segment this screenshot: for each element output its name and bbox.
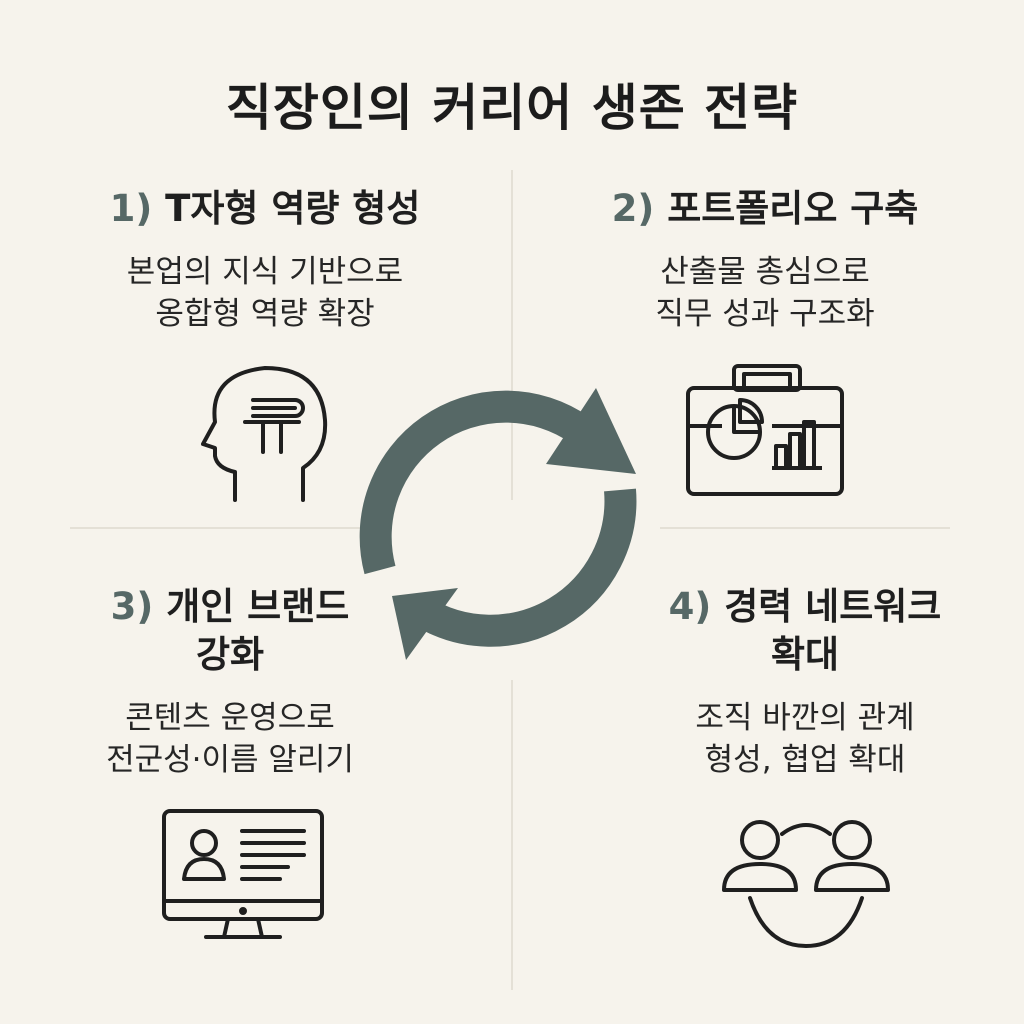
step-2-description: 산출물 총심으로 직무 성과 구조화 xyxy=(535,251,995,335)
step-4-title-line-1: 경력 네트워크 xyxy=(724,585,942,628)
divider-vertical-bottom xyxy=(511,680,513,990)
people-network-icon xyxy=(722,820,890,948)
page-title: 직장인의 커리어 생존 전략 xyxy=(225,79,799,137)
step-1-number: 1) xyxy=(109,187,153,230)
step-2-desc-line-1: 산출물 총심으로 xyxy=(660,254,870,290)
step-3-description: 콘텐츠 운영으로 전군성·이름 알리기 xyxy=(20,697,440,781)
cycle-arrow-top xyxy=(359,388,636,575)
cycle-arrow-bottom xyxy=(392,488,637,660)
step-1-desc-line-2: 옹합형 역량 확장 xyxy=(155,296,375,332)
step-1: 1) T자형 역량 형성 본업의 지식 기반으로 옹합형 역량 확장 xyxy=(40,185,490,335)
step-2-number: 2) xyxy=(611,187,655,230)
briefcase-chart-icon xyxy=(686,364,844,496)
step-3-title-line-1: 개인 브랜드 xyxy=(166,585,350,628)
step-3-title: 3) 개인 브랜드 강화 xyxy=(20,583,440,679)
head-profile-t-icon xyxy=(201,366,328,502)
divider-horizontal-left xyxy=(70,527,360,529)
step-2-title-text: 포트폴리오 구축 xyxy=(667,187,919,230)
step-3-number: 3) xyxy=(110,585,154,628)
step-4-title: 4) 경력 네트워크 확대 xyxy=(600,583,1010,679)
divider-horizontal-right xyxy=(660,527,950,529)
step-4: 4) 경력 네트워크 확대 조직 바깐의 관계 형성, 협업 확대 xyxy=(600,583,1010,781)
step-1-desc-line-1: 본업의 지식 기반으로 xyxy=(126,254,404,290)
step-2-desc-line-2: 직무 성과 구조화 xyxy=(655,296,875,332)
step-1-title-text: T자형 역량 형성 xyxy=(165,187,421,230)
step-3-desc-line-2: 전군성·이름 알리기 xyxy=(106,742,354,778)
step-4-desc-line-2: 형성, 협업 확대 xyxy=(704,742,906,778)
cycle-arrows-icon xyxy=(359,388,637,660)
step-3-title-line-2: 강화 xyxy=(195,633,265,676)
step-2-title: 2) 포트폴리오 구축 xyxy=(535,185,995,233)
step-4-number: 4) xyxy=(668,585,712,628)
divider-vertical-top xyxy=(511,170,513,500)
step-4-desc-line-1: 조직 바깐의 관계 xyxy=(695,700,915,736)
step-3: 3) 개인 브랜드 강화 콘텐츠 운영으로 전군성·이름 알리기 xyxy=(20,583,440,781)
step-1-title: 1) T자형 역량 형성 xyxy=(40,185,490,233)
step-3-desc-line-1: 콘텐츠 운영으로 xyxy=(125,700,335,736)
step-4-title-line-2: 확대 xyxy=(770,633,840,676)
step-1-description: 본업의 지식 기반으로 옹합형 역량 확장 xyxy=(40,251,490,335)
monitor-profile-icon xyxy=(162,809,324,939)
step-4-description: 조직 바깐의 관계 형성, 협업 확대 xyxy=(600,697,1010,781)
step-2: 2) 포트폴리오 구축 산출물 총심으로 직무 성과 구조화 xyxy=(535,185,995,335)
